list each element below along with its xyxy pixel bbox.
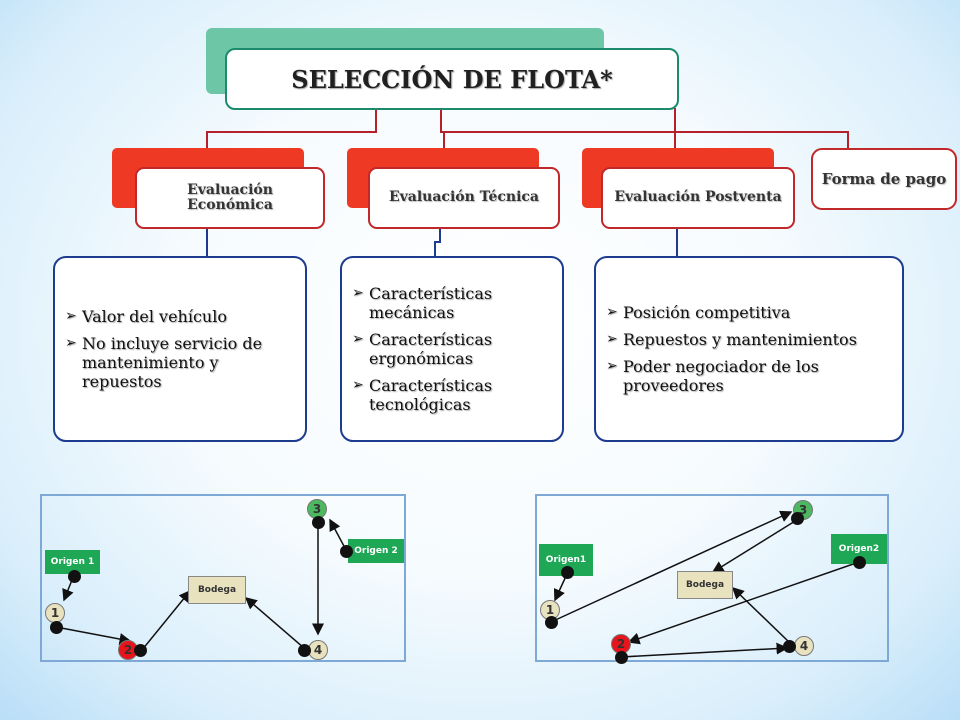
node-1-dot bbox=[50, 621, 63, 634]
node-4: 4 bbox=[308, 640, 328, 660]
origin-2-label: Origen 2 bbox=[348, 539, 404, 563]
list-item: ➢Características ergonómicas bbox=[352, 330, 493, 368]
list-item: ➢Características mecánicas bbox=[352, 284, 493, 322]
arrow-bullet-icon: ➢ bbox=[352, 331, 364, 347]
node-3-dot bbox=[312, 516, 325, 529]
node-4-dot bbox=[298, 644, 311, 657]
node-4: 4 bbox=[794, 636, 814, 656]
node-4-dot bbox=[783, 640, 796, 653]
arrow-bullet-icon: ➢ bbox=[65, 308, 77, 324]
list-item: ➢Posición competitiva bbox=[606, 303, 791, 322]
node-1-dot bbox=[545, 616, 558, 629]
list-item: ➢Valor del vehículo bbox=[65, 307, 227, 326]
node-1: 1 bbox=[540, 600, 560, 620]
origin-2-dot bbox=[853, 556, 866, 569]
category-economica: Evaluación Económica bbox=[135, 167, 325, 229]
list-item: ➢No incluye servicio de mantenimiento y … bbox=[65, 334, 263, 391]
node-2-dot bbox=[615, 651, 628, 664]
list-item: ➢Poder negociador de los proveedores bbox=[606, 357, 819, 395]
route-diagram-right: Origen1 Origen2 Bodega 1 2 3 4 bbox=[535, 494, 889, 664]
page-title: SELECCIÓN DE FLOTA* bbox=[225, 48, 679, 110]
origin-1-dot bbox=[68, 570, 81, 583]
warehouse-box: Bodega bbox=[188, 576, 246, 604]
route-diagram-left: Origen 1 Origen 2 Bodega 1 2 3 4 bbox=[40, 494, 406, 662]
node-3: 3 bbox=[307, 499, 327, 519]
content-tecnica: ➢Características mecánicas ➢Característi… bbox=[340, 256, 564, 442]
node-1: 1 bbox=[45, 603, 65, 623]
arrow-bullet-icon: ➢ bbox=[65, 335, 77, 351]
category-forma-de-pago: Forma de pago bbox=[811, 148, 957, 210]
node-2-dot bbox=[134, 644, 147, 657]
category-postventa: Evaluación Postventa bbox=[601, 167, 795, 229]
category-tecnica: Evaluación Técnica bbox=[368, 167, 560, 229]
arrow-bullet-icon: ➢ bbox=[352, 377, 364, 393]
arrow-bullet-icon: ➢ bbox=[606, 331, 618, 347]
arrow-bullet-icon: ➢ bbox=[606, 358, 618, 374]
arrow-bullet-icon: ➢ bbox=[352, 285, 364, 301]
node-3-dot bbox=[791, 512, 804, 525]
list-item: ➢Repuestos y mantenimientos bbox=[606, 330, 857, 349]
list-item: ➢Características tecnológicas bbox=[352, 376, 493, 414]
route-arrows-left bbox=[55, 518, 346, 651]
arrow-bullet-icon: ➢ bbox=[606, 304, 618, 320]
route-arrows-right bbox=[550, 510, 860, 658]
origin-2-dot bbox=[340, 545, 353, 558]
origin-1-dot bbox=[561, 566, 574, 579]
warehouse-box: Bodega bbox=[677, 571, 733, 599]
content-economica: ➢Valor del vehículo ➢No incluye servicio… bbox=[53, 256, 307, 442]
content-postventa: ➢Posición competitiva ➢Repuestos y mante… bbox=[594, 256, 904, 442]
